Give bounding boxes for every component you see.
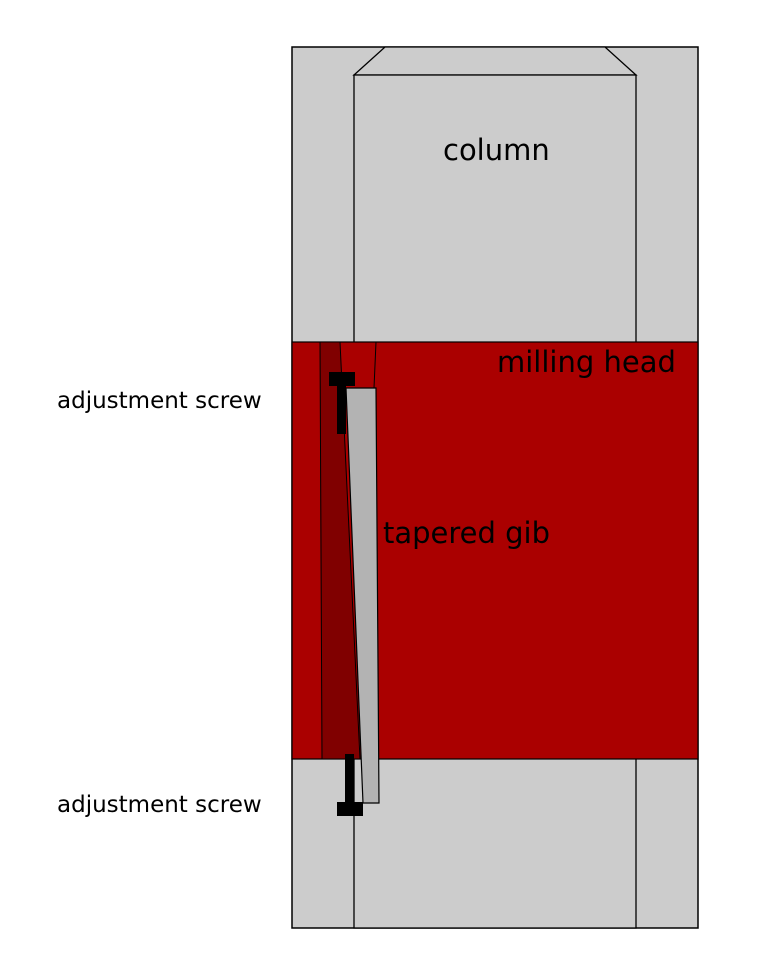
screw-shaft-bottom — [345, 754, 354, 814]
screw-head-bottom — [337, 802, 363, 816]
adjustment-screw-bottom-label: adjustment screw — [57, 792, 262, 818]
adjustment-screw-bottom — [337, 754, 363, 816]
dovetail-edge-line — [373, 341, 377, 389]
dovetail-way — [319, 341, 361, 760]
screw-shaft-top — [337, 372, 346, 434]
column-label: column — [443, 133, 550, 167]
tapered-gib — [345, 387, 380, 804]
milling-head-label: milling head — [497, 345, 676, 379]
adjustment-screw-top — [329, 372, 355, 434]
tapered-gib-label: tapered gib — [383, 516, 550, 550]
adjustment-screw-top-label: adjustment screw — [57, 388, 262, 414]
column-top-chamfer — [352, 46, 638, 76]
